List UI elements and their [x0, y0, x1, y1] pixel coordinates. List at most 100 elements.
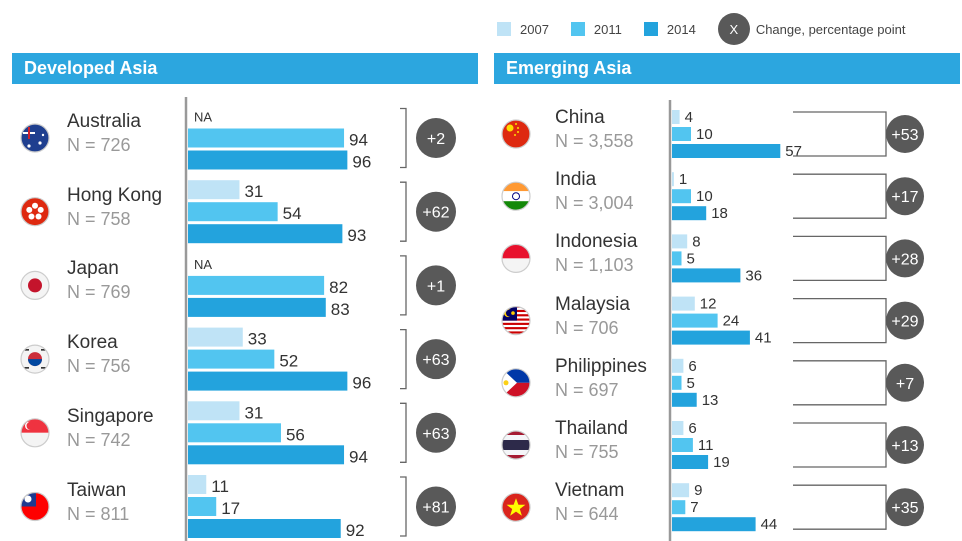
data-label-malaysia-2011: 24 [723, 313, 740, 330]
panel-title-emerging-asia: Emerging Asia [494, 53, 960, 84]
sample-size-thailand: N = 755 [555, 442, 619, 462]
change-badge-thailand [886, 426, 924, 464]
data-label-japan-2014: 83 [331, 300, 350, 319]
flag-petal [37, 206, 44, 213]
flag-star [27, 144, 31, 148]
flag-star [517, 131, 519, 133]
country-name-australia: Australia [67, 111, 141, 132]
sample-size-china: N = 3,558 [555, 131, 634, 151]
flag-triangle [502, 368, 517, 397]
flag-star [506, 498, 526, 516]
flag-middle [502, 191, 530, 202]
flag-sun [24, 495, 32, 503]
change-badge-indonesia [886, 239, 924, 278]
data-label-singapore-2007: 31 [244, 403, 263, 422]
philippines-flag-icon-body [502, 368, 530, 397]
data-label-philippines-2014: 13 [702, 392, 719, 409]
sample-size-india: N = 3,004 [555, 193, 634, 214]
change-badge-india [886, 177, 924, 216]
legend-swatch-2014 [643, 22, 658, 36]
change-badge-hong-kong [416, 191, 456, 232]
sample-size-vietnam: N = 644 [555, 504, 619, 525]
flag-cross-v [28, 127, 30, 139]
data-label-japan-2007: NA [194, 257, 212, 272]
bar-india-2007 [672, 172, 674, 187]
change-badge-singapore [416, 412, 456, 453]
bar-india-2014 [672, 206, 707, 221]
bracket-hong-kong [400, 181, 407, 242]
thailand-flag-flag-border [501, 430, 531, 460]
hong-kong-flag-flag-border [20, 197, 50, 227]
flag-bottom [21, 432, 49, 447]
indonesia-flag-icon [501, 243, 531, 273]
change-badge-china [886, 115, 924, 153]
sample-size-hong-kong: N = 758 [67, 208, 131, 229]
flag-top [21, 418, 49, 433]
bar-taiwan-2014 [188, 519, 341, 538]
china-flag-icon-body [502, 120, 530, 148]
bar-indonesia-2011 [672, 251, 682, 266]
bar-thailand-2011 [672, 438, 693, 452]
taiwan-flag-flag-border [20, 491, 50, 522]
country-name-hong-kong: Hong Kong [67, 184, 163, 206]
sample-size-korea: N = 756 [67, 356, 131, 377]
change-label-korea: +63 [422, 352, 449, 369]
data-label-china-2007: 4 [685, 109, 693, 126]
bar-australia-2011 [188, 128, 345, 148]
hong-kong-flag-icon [20, 197, 50, 227]
bar-australia-2014 [188, 150, 348, 170]
country-name-taiwan: Taiwan [67, 479, 127, 501]
legend-label-2011: 2011 [593, 21, 622, 37]
hong-kong-flag-icon-body [21, 197, 49, 226]
flag-blue-band [502, 440, 530, 450]
data-label-taiwan-2011: 17 [221, 499, 240, 518]
australia-flag-flag-border [20, 123, 50, 153]
australia-flag-icon-body [21, 124, 49, 152]
bar-indonesia-2007 [672, 234, 688, 249]
bracket-india [793, 173, 887, 219]
data-label-india-2014: 18 [711, 205, 728, 222]
bar-indonesia-2014 [672, 268, 741, 283]
sample-size-taiwan: N = 811 [67, 503, 130, 524]
bar-china-2014 [672, 144, 781, 158]
legend-change-label: Change, percentage point [755, 21, 906, 37]
data-label-china-2014: 57 [785, 143, 802, 160]
flag-star [514, 134, 516, 136]
thailand-flag-icon-body [502, 431, 530, 459]
bar-korea-2014 [188, 371, 348, 391]
indonesia-flag-flag-border [501, 243, 531, 273]
legend-label-2007: 2007 [520, 21, 549, 37]
india-flag-icon-body [502, 182, 530, 211]
legend-item-2011: 2011 [570, 21, 622, 37]
country-name-thailand: Thailand [555, 418, 628, 439]
change-label-china: +53 [891, 127, 918, 144]
japan-flag-flag-border [20, 270, 50, 300]
malaysia-flag-flag-border [501, 306, 531, 336]
bar-vietnam-2007 [672, 483, 690, 498]
country-name-philippines: Philippines [555, 355, 647, 377]
change-badge-australia [416, 118, 456, 158]
country-name-korea: Korea [67, 332, 118, 354]
legend-item-change: X Change, percentage point [717, 13, 906, 45]
flag-moon-cut [506, 309, 513, 317]
bar-vietnam-2014 [672, 517, 756, 532]
bar-china-2007 [672, 110, 680, 124]
data-label-thailand-2011: 11 [698, 437, 714, 454]
bar-singapore-2011 [188, 423, 281, 443]
malaysia-flag-icon [501, 306, 531, 336]
change-label-japan: +1 [427, 278, 445, 295]
india-flag-icon [501, 181, 531, 211]
japan-flag-icon [20, 270, 50, 300]
flag-trigram [41, 367, 46, 369]
data-label-australia-2011: 94 [349, 131, 368, 150]
data-label-indonesia-2014: 36 [745, 267, 762, 284]
china-flag-icon [501, 119, 531, 149]
country-name-singapore: Singapore [67, 405, 154, 427]
